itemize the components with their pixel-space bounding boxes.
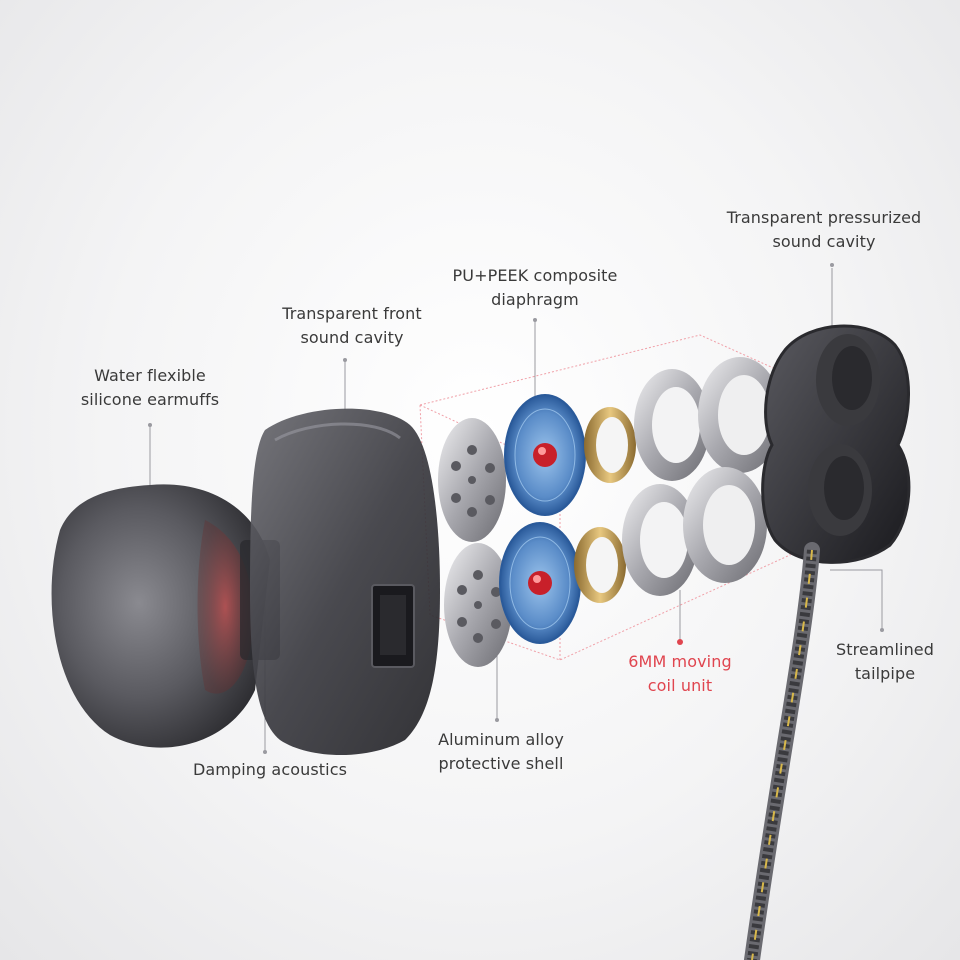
coil-ring-bottom	[622, 467, 767, 596]
gold-ring-bottom	[574, 527, 626, 603]
pressurized-sound-cavity	[761, 324, 911, 564]
aluminum-shell-bottom	[444, 543, 512, 667]
diaphragm-bottom	[499, 522, 581, 644]
coil-ring-top	[634, 357, 782, 481]
gold-ring-top	[584, 407, 636, 483]
leader-dots	[148, 263, 884, 754]
silicone-eartip	[51, 484, 280, 748]
label-front-cavity: Transparent front sound cavity	[282, 304, 422, 347]
front-sound-cavity	[250, 408, 440, 755]
label-pressurized-cavity: Transparent pressurized sound cavity	[726, 208, 922, 251]
cable-tailpipe	[744, 542, 820, 960]
label-damping: Damping acoustics	[192, 760, 348, 779]
diaphragm-top	[504, 394, 586, 516]
aluminum-shell-top	[438, 418, 506, 542]
label-earmuffs: Water flexible silicone earmuffs	[80, 366, 220, 409]
label-coil-unit: 6MM moving coil unit	[628, 652, 732, 695]
label-tailpipe: Streamlined tailpipe	[835, 640, 935, 683]
label-shell: Aluminum alloy protective shell	[438, 730, 564, 773]
label-diaphragm: PU+PEEK composite diaphragm	[452, 266, 618, 309]
